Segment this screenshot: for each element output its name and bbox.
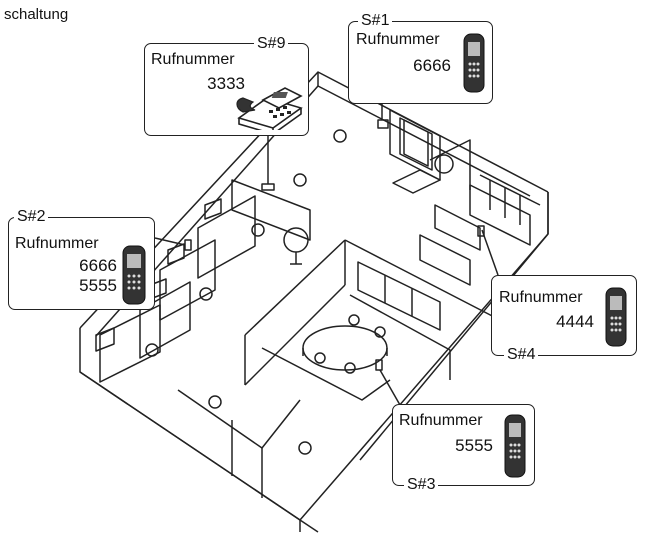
callout-number: 5555 — [79, 276, 117, 295]
callout-number: 3333 — [207, 74, 245, 93]
station-tag-s3: S#3 — [404, 477, 439, 493]
callout-number: 6666 — [79, 256, 117, 275]
station-callout-s9: Rufnummer 3333 — [144, 43, 309, 136]
station-tag-s2: S#2 — [14, 209, 49, 225]
station-callout-s3: Rufnummer 5555 — [392, 404, 535, 486]
page-heading: schaltung — [4, 6, 69, 23]
cordless-handset-icon — [463, 33, 485, 93]
cordless-handset-icon — [605, 287, 627, 347]
station-tag-s9: S#9 — [254, 36, 289, 52]
desk-phone-icon — [236, 87, 303, 130]
callout-label: Rufnummer — [356, 31, 440, 48]
cordless-handset-icon — [504, 414, 526, 478]
cordless-handset-icon — [122, 245, 146, 305]
station-tag-s4: S#4 — [504, 347, 539, 363]
callout-label: Rufnummer — [15, 235, 99, 252]
callout-label: Rufnummer — [499, 289, 583, 306]
callout-number: 6666 — [413, 56, 451, 75]
station-callout-s1: Rufnummer 6666 — [348, 21, 493, 104]
callout-label: Rufnummer — [399, 412, 483, 429]
callout-number: 5555 — [455, 436, 493, 455]
station-callout-s2: Rufnummer 6666 5555 — [8, 217, 155, 310]
callout-number: 4444 — [556, 312, 594, 331]
station-callout-s4: Rufnummer 4444 — [491, 275, 637, 356]
callout-label: Rufnummer — [151, 51, 235, 68]
station-tag-s1: S#1 — [358, 13, 393, 29]
